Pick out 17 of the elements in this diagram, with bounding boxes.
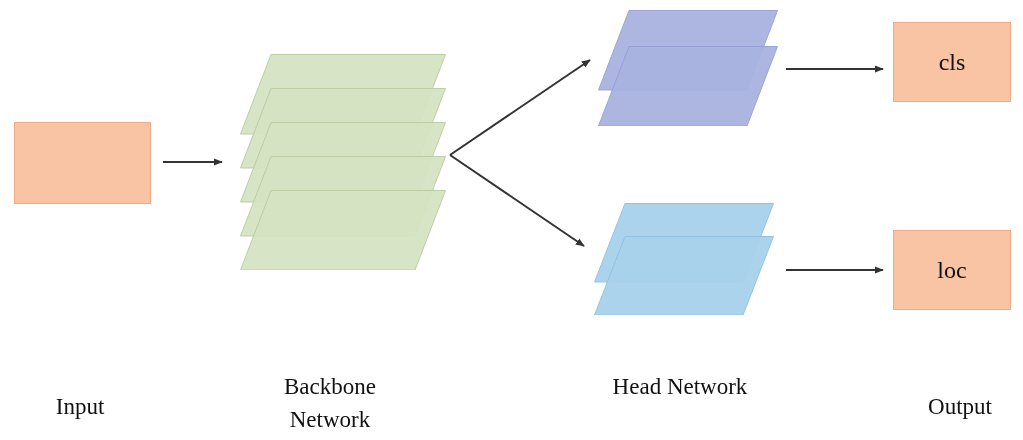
layer-stack: [598, 10, 778, 126]
input-box: [14, 122, 151, 204]
column-label: Input: [54, 393, 106, 421]
column-label: Output: [927, 393, 993, 421]
arrow: [449, 59, 591, 156]
arrow: [449, 154, 585, 247]
column-label: Backbone Network: [283, 373, 377, 434]
box-label: loc: [937, 256, 967, 285]
output-box: [893, 230, 1011, 310]
arrow: [785, 65, 884, 73]
arrow: [785, 266, 884, 274]
output-box: [893, 22, 1011, 102]
layer-stack: [240, 54, 446, 270]
arrow: [162, 158, 223, 166]
box-label: cls: [938, 48, 966, 77]
layer-stack: [594, 203, 774, 315]
column-label: Head Network: [611, 373, 749, 401]
